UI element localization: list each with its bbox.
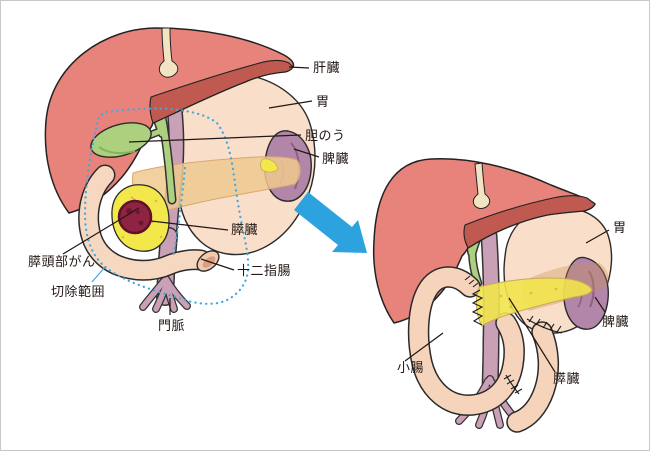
gastrojejunostomy-suture bbox=[526, 315, 563, 334]
duodenum-leader-line bbox=[200, 258, 235, 271]
transition-arrow bbox=[294, 192, 367, 253]
label-pancreatic-head-cancer: 膵頭部がん bbox=[28, 254, 96, 269]
label-pancreas-right: 膵臓 bbox=[553, 371, 580, 386]
pancreas-leader-line-right bbox=[508, 297, 556, 373]
label-gallbladder: 胆のう bbox=[305, 128, 346, 143]
left-labels: 肝臓 胃 胆のう 脾臓 膵臓 十二指腸 膵頭部がん 切除範囲 門脈 bbox=[28, 60, 349, 333]
small-intestine-loop-shape bbox=[407, 266, 525, 416]
left-leader-lines bbox=[62, 66, 320, 315]
small-intestine-leader-line bbox=[404, 332, 444, 362]
jejunal-limb-suture bbox=[503, 374, 523, 395]
cancer-leader-line bbox=[62, 207, 140, 255]
pancreas-cut-line bbox=[171, 166, 187, 259]
gallbladder-shape bbox=[90, 122, 152, 158]
liver-leader-line bbox=[288, 66, 310, 69]
label-liver: 肝臓 bbox=[313, 60, 340, 75]
label-duodenum: 十二指腸 bbox=[237, 263, 291, 278]
suture-marks bbox=[464, 275, 563, 395]
pre-surgery-figure: 肝臓 胃 胆のう 脾臓 膵臓 十二指腸 膵頭部がん 切除範囲 門脈 bbox=[28, 27, 349, 333]
label-portal-vein: 門脈 bbox=[158, 318, 185, 333]
falciform-ligament-right bbox=[472, 162, 491, 209]
resection-leader-line bbox=[91, 266, 106, 283]
label-small-intestine: 小腸 bbox=[397, 360, 424, 375]
right-labels: 胃 脾臓 小腸 膵臓 bbox=[397, 220, 629, 386]
label-resection-extent: 切除範囲 bbox=[51, 284, 105, 299]
gallbladder-leader-line bbox=[128, 134, 302, 143]
tumor-shape bbox=[117, 199, 153, 235]
small-intestine-limb-shape bbox=[506, 321, 560, 433]
label-spleen-right: 脾臓 bbox=[602, 314, 629, 329]
label-stomach-right: 胃 bbox=[613, 220, 627, 235]
pancreatojejunostomy-suture bbox=[471, 289, 484, 326]
hepaticojejunostomy-suture bbox=[464, 275, 479, 288]
liver-remnant-underside-shade bbox=[463, 195, 596, 249]
label-stomach: 胃 bbox=[316, 94, 330, 109]
duodenum-shape bbox=[78, 164, 220, 281]
right-leader-lines bbox=[404, 229, 610, 373]
label-pancreas: 膵臓 bbox=[231, 222, 258, 237]
post-surgery-figure: 胃 脾臓 小腸 膵臓 bbox=[372, 157, 629, 433]
pancreas-remnant-shape bbox=[475, 277, 593, 327]
spleen-leader-line bbox=[293, 148, 320, 158]
liver-underside-shade bbox=[149, 59, 294, 124]
label-spleen: 脾臓 bbox=[322, 151, 349, 166]
resection-outline bbox=[83, 107, 250, 305]
falciform-ligament bbox=[158, 27, 179, 78]
stomach-leader-line-right bbox=[585, 229, 610, 244]
spleen-leader-line-right bbox=[594, 296, 606, 313]
stomach-leader-line bbox=[268, 100, 313, 109]
pancreas-tail-tip bbox=[260, 158, 279, 173]
pancreas-leader-line bbox=[150, 220, 229, 231]
